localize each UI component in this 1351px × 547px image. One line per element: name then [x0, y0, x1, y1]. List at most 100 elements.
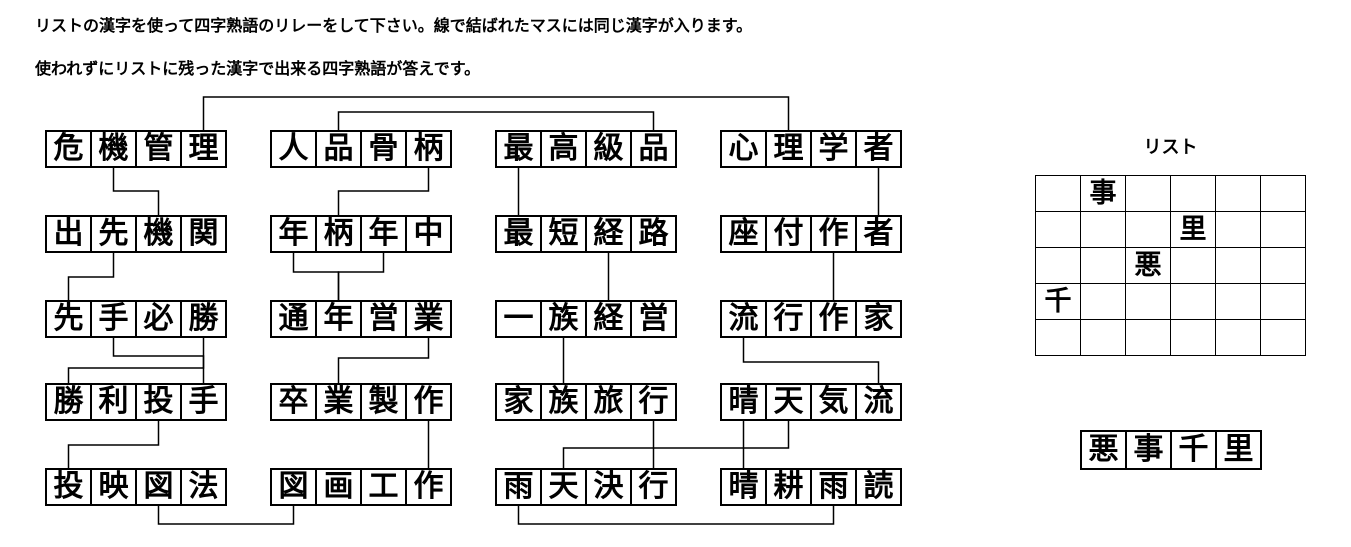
kanji-cell: 出	[45, 215, 92, 253]
list-empty-cell	[1261, 248, 1306, 284]
instruction-line-2: 使われずにリストに残った漢字で出来る四字熟語が答えです。	[35, 61, 481, 78]
list-empty-cell	[1036, 320, 1081, 356]
idiom-box-晴天気流: 晴天気流	[720, 383, 902, 421]
kanji-cell: 級	[585, 130, 632, 168]
kanji-cell: 族	[540, 300, 587, 338]
connection-line-年	[337, 253, 385, 300]
idiom-box-家族旅行: 家族旅行	[495, 383, 677, 421]
connection-line-年	[292, 253, 340, 300]
list-empty-cell	[1126, 176, 1171, 212]
kanji-cell: 先	[45, 300, 92, 338]
kanji-cell: 者	[855, 130, 902, 168]
idiom-box-勝利投手: 勝利投手	[45, 383, 227, 421]
connection-line-柄	[337, 168, 430, 215]
kanji-cell: 管	[135, 130, 182, 168]
kanji-cell: 家	[495, 383, 542, 421]
kanji-cell: 行	[765, 300, 812, 338]
kanji-cell: 族	[540, 383, 587, 421]
idiom-box-年柄年中: 年柄年中	[270, 215, 452, 253]
kanji-cell: 画	[315, 468, 362, 506]
connection-line-図	[157, 506, 295, 525]
kanji-cell: 決	[585, 468, 632, 506]
idiom-box-人品骨柄: 人品骨柄	[270, 130, 452, 168]
kanji-cell: 心	[720, 130, 767, 168]
list-kanji-cell: 事	[1081, 176, 1126, 212]
kanji-cell: 手	[180, 383, 227, 421]
kanji-cell: 者	[855, 215, 902, 253]
list-empty-cell	[1171, 284, 1216, 320]
kanji-cell: 行	[630, 383, 677, 421]
list-empty-cell	[1216, 212, 1261, 248]
idiom-box-雨天決行: 雨天決行	[495, 468, 677, 506]
list-empty-cell	[1216, 284, 1261, 320]
kanji-cell: 一	[495, 300, 542, 338]
kanji-cell: 手	[90, 300, 137, 338]
kanji-cell: 理	[765, 130, 812, 168]
answer-box: 悪事千里	[1080, 430, 1262, 470]
list-empty-cell	[1261, 284, 1306, 320]
kanji-cell: 利	[90, 383, 137, 421]
list-empty-cell	[1081, 284, 1126, 320]
list-empty-cell	[1261, 176, 1306, 212]
idiom-box-図画工作: 図画工作	[270, 468, 452, 506]
kanji-cell: 法	[180, 468, 227, 506]
kanji-cell: 学	[810, 130, 857, 168]
kanji-cell: 製	[360, 383, 407, 421]
kanji-cell: 家	[855, 300, 902, 338]
kanji-cell: 業	[315, 383, 362, 421]
kanji-cell: 作	[405, 468, 452, 506]
list-empty-cell	[1261, 212, 1306, 248]
kanji-cell: 機	[90, 130, 137, 168]
list-kanji-cell: 千	[1036, 284, 1081, 320]
kanji-cell: 経	[585, 300, 632, 338]
connection-line-理	[202, 96, 790, 130]
kanji-cell: 品	[315, 130, 362, 168]
kanji-cell: 機	[135, 215, 182, 253]
kanji-cell: 中	[405, 215, 452, 253]
kanji-cell: 流	[720, 300, 767, 338]
kanji-cell: 図	[135, 468, 182, 506]
kanji-cell: 雨	[495, 468, 542, 506]
list-empty-cell	[1216, 248, 1261, 284]
idiom-box-心理学者: 心理学者	[720, 130, 902, 168]
kanji-cell: 作	[810, 215, 857, 253]
list-empty-cell	[1081, 248, 1126, 284]
kanji-cell: 勝	[45, 383, 92, 421]
kanji-cell: 天	[540, 468, 587, 506]
kanji-cell: 座	[720, 215, 767, 253]
kanji-cell: 人	[270, 130, 317, 168]
connection-line-機	[112, 168, 160, 215]
idiom-box-危機管理: 危機管理	[45, 130, 227, 168]
connection-line-天	[562, 421, 790, 468]
answer-kanji-cell: 里	[1215, 430, 1262, 470]
list-empty-cell	[1081, 320, 1126, 356]
kanji-cell: 業	[405, 300, 452, 338]
kanji-cell: 年	[270, 215, 317, 253]
kanji-cell: 最	[495, 130, 542, 168]
list-empty-cell	[1126, 284, 1171, 320]
kanji-cell: 投	[135, 383, 182, 421]
answer-kanji-cell: 事	[1125, 430, 1172, 470]
list-empty-cell	[1171, 176, 1216, 212]
kanji-cell: 柄	[315, 215, 362, 253]
list-empty-cell	[1216, 320, 1261, 356]
list-empty-cell	[1216, 176, 1261, 212]
list-title: リスト	[1143, 137, 1198, 157]
idiom-box-通年営業: 通年営業	[270, 300, 452, 338]
kanji-cell: 必	[135, 300, 182, 338]
connection-line-雨	[517, 506, 835, 525]
answer-kanji-cell: 悪	[1080, 430, 1127, 470]
kanji-cell: 雨	[810, 468, 857, 506]
list-empty-cell	[1036, 212, 1081, 248]
answer-kanji-cell: 千	[1170, 430, 1217, 470]
kanji-cell: 関	[180, 215, 227, 253]
kanji-cell: 耕	[765, 468, 812, 506]
list-empty-cell	[1126, 212, 1171, 248]
kanji-cell: 年	[315, 300, 362, 338]
kanji-cell: 営	[360, 300, 407, 338]
list-empty-cell	[1126, 320, 1171, 356]
connection-line-業	[337, 338, 430, 383]
kanji-cell: 映	[90, 468, 137, 506]
idiom-box-投映図法: 投映図法	[45, 468, 227, 506]
kanji-cell: 路	[630, 215, 677, 253]
